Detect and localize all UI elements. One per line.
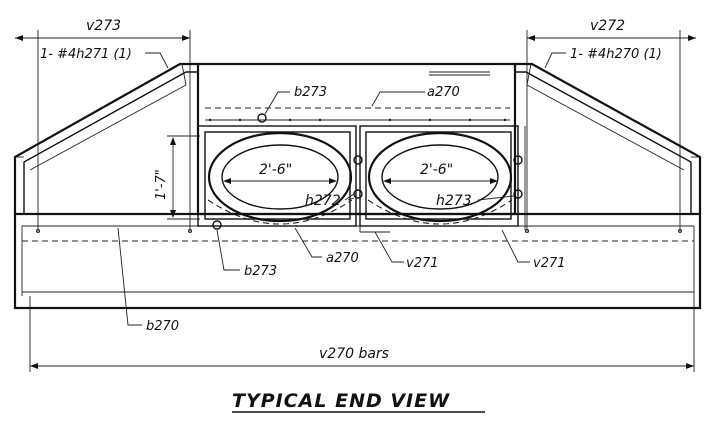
rebar-dots [208, 118, 507, 122]
callout-b273-top: b273 [264, 85, 327, 115]
callout-a270-top: a270 [371, 85, 460, 107]
callout-a270-bottom: a270 [294, 227, 359, 266]
callout-bar-left: 1- #4h271 (1) [40, 47, 169, 69]
right-wingwall [515, 62, 702, 214]
callout-h272: h272 [305, 193, 355, 209]
label-h272: h272 [305, 193, 341, 209]
label-bar-left: 1- #4h271 (1) [40, 47, 132, 62]
label-b273-top: b273 [294, 85, 327, 100]
label-a270-bottom: a270 [326, 251, 359, 266]
label-v272: v272 [590, 18, 625, 34]
label-span-right: 2'-6" [420, 162, 453, 178]
callout-h273: h273 [436, 193, 515, 209]
callout-bar-right: 1- #4h270 (1) [544, 47, 662, 69]
callout-b273-bottom: b273 [216, 229, 277, 279]
base-slab [13, 212, 702, 310]
label-b273-bottom: b273 [244, 264, 277, 279]
callout-v271-left: v271 [374, 231, 439, 271]
label-a270-top: a270 [427, 85, 460, 100]
drawing-title: TYPICAL END VIEW [232, 390, 485, 413]
dimension-v270: v270 bars [29, 296, 695, 372]
left-wingwall [13, 62, 198, 214]
label-bar-right: 1- #4h270 (1) [570, 47, 662, 62]
left-box-opening [197, 125, 363, 230]
right-box-opening [359, 125, 526, 233]
label-v271-left: v271 [406, 256, 439, 271]
callout-b270: b270 [117, 227, 179, 334]
label-h273: h273 [436, 193, 472, 209]
label-v270: v270 bars [319, 346, 389, 362]
title-text: TYPICAL END VIEW [232, 390, 450, 412]
dimension-span-right: 2'-6" [383, 162, 498, 184]
dimension-height: 1'-7" [154, 135, 200, 220]
label-height: 1'-7" [154, 169, 169, 200]
callout-v271-right: v271 [501, 229, 566, 271]
label-b270: b270 [146, 319, 179, 334]
label-span-left: 2'-6" [259, 162, 292, 178]
dimension-span-left: 2'-6" [223, 162, 337, 184]
label-v271-right: v271 [533, 256, 566, 271]
label-v273: v273 [86, 18, 121, 34]
